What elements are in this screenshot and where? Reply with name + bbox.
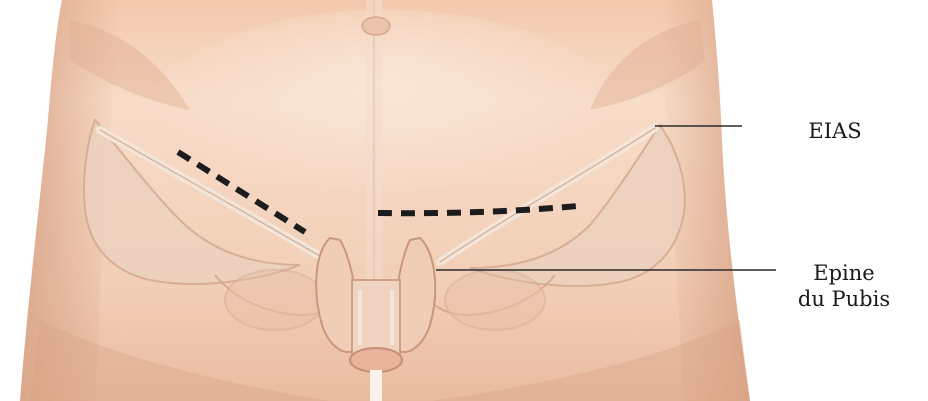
eias-label-text: EIAS: [808, 119, 861, 143]
eias-label: EIAS: [780, 118, 890, 144]
epine-du-pubis-label: Epine du Pubis: [768, 260, 920, 312]
epine-label-line1: Epine: [768, 260, 920, 286]
epine-label-line2: du Pubis: [768, 286, 920, 312]
